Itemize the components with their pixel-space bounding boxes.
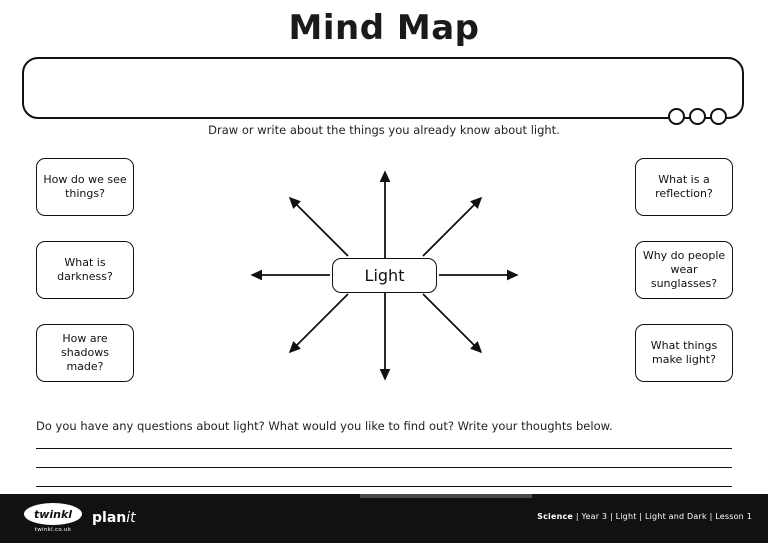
question-box-what-things-make-light[interactable]: What things make light? <box>635 324 733 382</box>
footer-bar: twinkl twinkl.co.uk planit Science | Yea… <box>0 494 768 543</box>
question-box-how-do-we-see-things[interactable]: How do we see things? <box>36 158 134 216</box>
footer-accent-strip <box>360 494 532 498</box>
arrow-up-right <box>422 196 483 257</box>
twinkl-logo-badge: twinkl <box>24 503 82 525</box>
dot-icon <box>668 108 685 125</box>
writing-line[interactable] <box>36 467 732 468</box>
twinkl-logo[interactable]: twinkl twinkl.co.uk <box>22 500 84 536</box>
arrow-down-left <box>288 293 349 354</box>
question-text: Why do people wear sunglasses? <box>642 249 726 290</box>
arrow-up-left <box>288 196 349 257</box>
planit-logo: planit <box>92 510 136 526</box>
planit-it-text: it <box>126 510 136 526</box>
question-box-why-do-people-wear-sunglasses[interactable]: Why do people wear sunglasses? <box>635 241 733 299</box>
center-node-label: Light <box>364 266 405 285</box>
top-writing-box[interactable] <box>22 57 744 119</box>
question-text: What is a reflection? <box>655 173 713 200</box>
dot-icon <box>689 108 706 125</box>
question-text: How are shadows made? <box>61 332 109 373</box>
mind-map-diagram: Light <box>240 160 530 390</box>
writing-line[interactable] <box>36 448 732 449</box>
decorative-dots <box>668 108 738 130</box>
arrow-down-right <box>422 293 483 354</box>
top-instruction: Draw or write about the things you alrea… <box>208 123 560 137</box>
writing-line[interactable] <box>36 486 732 487</box>
question-text: How do we see things? <box>43 173 127 200</box>
footer-meta: Science | Year 3 | Light | Light and Dar… <box>537 512 752 521</box>
question-box-how-are-shadows-made[interactable]: How are shadows made? <box>36 324 134 382</box>
page-title: Mind Map <box>288 8 480 48</box>
question-box-what-is-a-reflection[interactable]: What is a reflection? <box>635 158 733 216</box>
dot-icon <box>710 108 727 125</box>
twinkl-brand-text: twinkl <box>33 507 73 521</box>
question-box-what-is-darkness[interactable]: What is darkness? <box>36 241 134 299</box>
question-text: What is darkness? <box>57 256 113 283</box>
center-node-light[interactable]: Light <box>332 258 437 293</box>
arrows-svg <box>250 170 519 381</box>
planit-plan-text: plan <box>92 510 127 526</box>
twinkl-url: twinkl.co.uk <box>34 527 72 533</box>
footer-meta-subject: Science <box>537 512 574 521</box>
bottom-instruction: Do you have any questions about light? W… <box>36 419 613 433</box>
question-text: What things make light? <box>650 339 718 366</box>
footer-meta-rest: | Year 3 | Light | Light and Dark | Less… <box>575 512 752 521</box>
